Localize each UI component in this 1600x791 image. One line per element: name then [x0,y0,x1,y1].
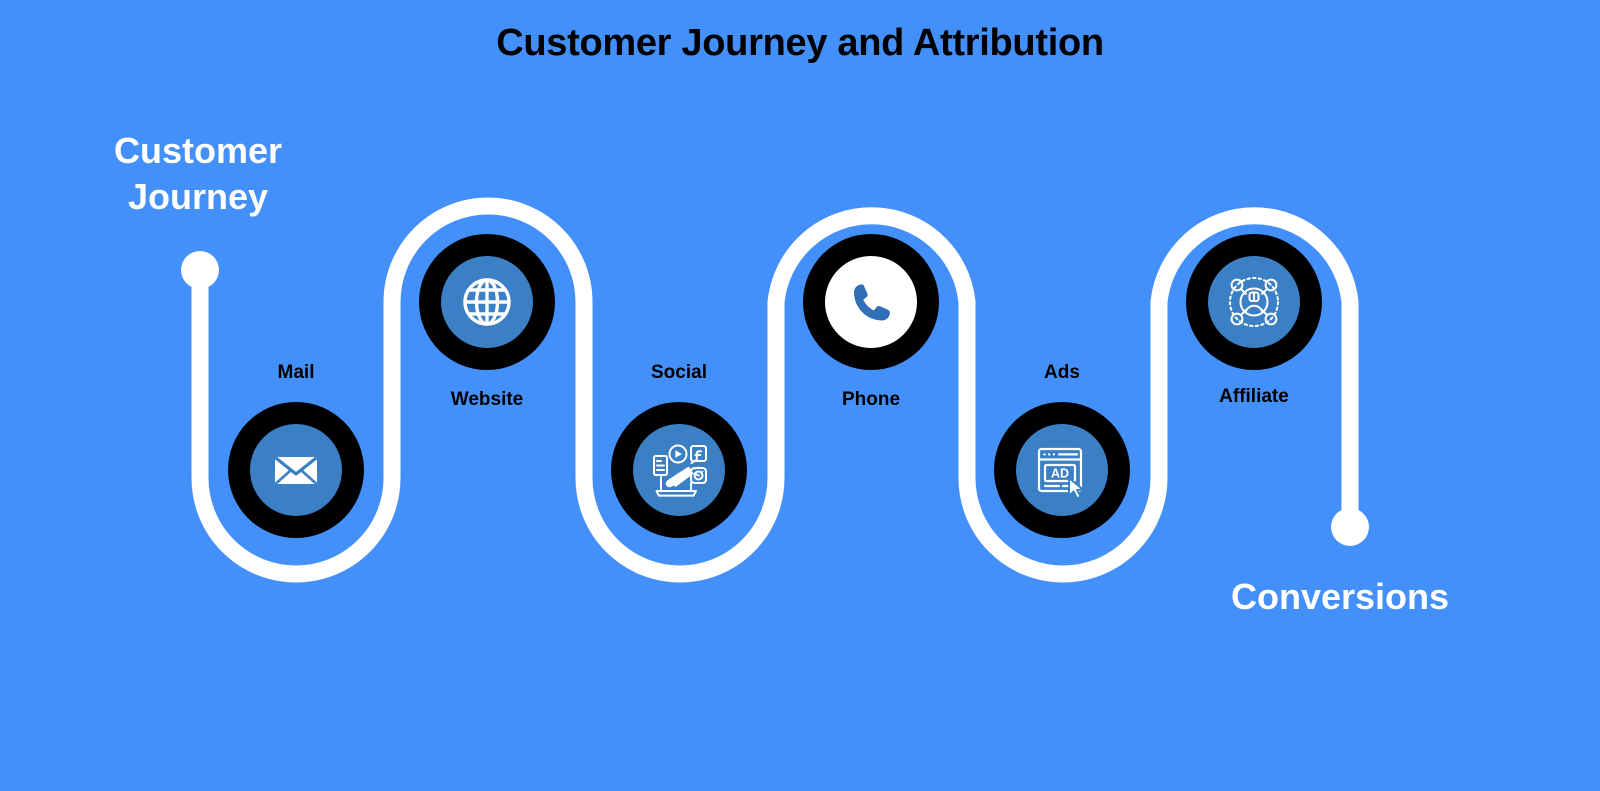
path-start-dot [181,251,219,289]
conversions-label: Conversions [1230,576,1450,617]
journey-node-label-affiliate: Affiliate [1219,386,1289,407]
journey-node-label-ads: Ads [1044,362,1080,383]
phone-handset-icon [844,275,898,329]
social-media-icon [648,439,710,501]
customer-journey-label: Customer Journey [78,128,318,220]
node-icon-circle [825,256,917,348]
journey-node-label-website: Website [450,389,524,410]
globe-icon [458,273,516,331]
path-end-dot [1331,508,1369,546]
journey-node-label-social: Social [651,362,707,383]
affiliate-network-icon [1223,271,1285,333]
node-icon-circle [441,256,533,348]
journey-node-label-mail: Mail [277,362,315,383]
journey-node-phone[interactable] [803,234,939,370]
journey-node-affiliate[interactable] [1186,234,1322,370]
node-icon-circle [1208,256,1300,348]
svg-text:AD: AD [1051,467,1069,481]
ad-browser-cursor-icon: AD [1032,440,1092,500]
journey-node-website[interactable] [419,234,555,370]
page-title: Customer Journey and Attribution [496,22,1104,64]
journey-node-mail[interactable] [228,402,364,538]
node-icon-circle: AD [1016,424,1108,516]
envelope-icon [268,442,324,498]
node-icon-circle [250,424,342,516]
journey-node-label-phone: Phone [841,389,901,410]
customer-journey-label-line2: Journey [127,176,269,218]
journey-node-social[interactable] [611,402,747,538]
customer-journey-label-line1: Customer [113,130,283,171]
node-icon-circle [633,424,725,516]
journey-node-ads[interactable]: AD [994,402,1130,538]
